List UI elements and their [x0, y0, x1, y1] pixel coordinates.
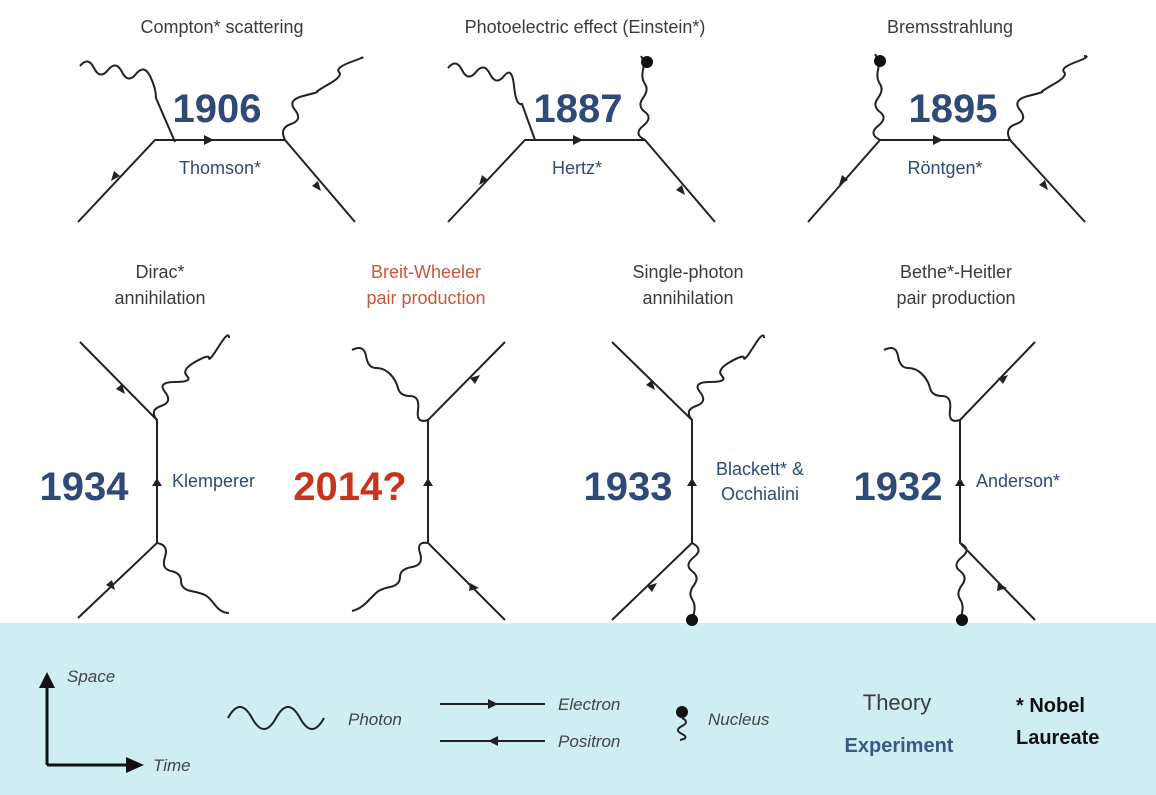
breit-wheeler-title-line-1: Breit-Wheeler	[371, 262, 481, 282]
breit-wheeler-year: 2014?	[293, 465, 406, 509]
legend-experiment-label: Experiment	[845, 735, 954, 757]
compton-title: Compton* scattering	[140, 17, 303, 37]
single-photon-experimenter-line-2: Occhialini	[721, 484, 799, 504]
bethe-heitler-year: 1932	[854, 465, 943, 509]
legend-theory-label: Theory	[863, 690, 931, 715]
bethe-heitler-experimenter: Anderson*	[976, 471, 1060, 491]
breit-wheeler-diagram: Breit-Wheeler pair production 2014?	[293, 262, 506, 621]
legend-nobel-line-2: Laureate	[1016, 727, 1099, 749]
photoelectric-experimenter: Hertz*	[552, 158, 602, 178]
bremsstrahlung-year: 1895	[909, 87, 998, 131]
single-photon-experimenter-line-1: Blackett* &	[716, 459, 804, 479]
single-photon-annihilation-diagram: Single-photon annihilation 1933 Blackett…	[584, 262, 804, 626]
time-arrow-icon	[126, 757, 144, 773]
single-photon-title-line-2: annihilation	[642, 288, 733, 308]
dirac-experimenter: Klemperer	[172, 471, 255, 491]
photon-wave-icon	[227, 706, 325, 730]
bethe-heitler-diagram: Bethe*-Heitler pair production 1932 Ande…	[854, 262, 1060, 626]
legend: Space Time Photon Electron Positron Nucl…	[39, 667, 1099, 775]
photoelectric-diagram: Photoelectric effect (Einstein*) 1887 He…	[447, 17, 716, 223]
photoelectric-title: Photoelectric effect (Einstein*)	[465, 17, 706, 37]
legend-positron-label: Positron	[558, 732, 620, 751]
bremsstrahlung-diagram: Bremsstrahlung 1895 Röntgen*	[807, 17, 1088, 223]
legend-nucleus-label: Nucleus	[708, 710, 770, 729]
dirac-annihilation-diagram: Dirac* annihilation 1934 Klemperer	[40, 262, 255, 619]
single-photon-year: 1933	[584, 465, 673, 509]
nucleus-tail-icon	[677, 717, 687, 741]
bethe-heitler-title-line-2: pair production	[896, 288, 1015, 308]
bremsstrahlung-title: Bremsstrahlung	[887, 17, 1013, 37]
compton-diagram: Compton* scattering 1906 Thomson*	[77, 17, 364, 223]
dirac-year: 1934	[40, 465, 130, 509]
photoelectric-year: 1887	[534, 87, 623, 131]
legend-space-label: Space	[67, 667, 115, 686]
dirac-title-line-2: annihilation	[114, 288, 205, 308]
breit-wheeler-title-line-2: pair production	[366, 288, 485, 308]
space-arrow-icon	[39, 672, 55, 688]
nucleus-icon	[676, 706, 688, 718]
bethe-heitler-title-line-1: Bethe*-Heitler	[900, 262, 1012, 282]
legend-nobel-line-1: * Nobel	[1016, 695, 1085, 717]
legend-photon-label: Photon	[348, 710, 402, 729]
legend-electron-label: Electron	[558, 695, 620, 714]
dirac-title-line-1: Dirac*	[135, 262, 184, 282]
single-photon-title-line-1: Single-photon	[632, 262, 743, 282]
compton-experimenter: Thomson*	[179, 158, 261, 178]
legend-panel	[0, 623, 1156, 795]
compton-year: 1906	[173, 87, 262, 131]
legend-time-label: Time	[153, 756, 191, 775]
bremsstrahlung-experimenter: Röntgen*	[907, 158, 982, 178]
